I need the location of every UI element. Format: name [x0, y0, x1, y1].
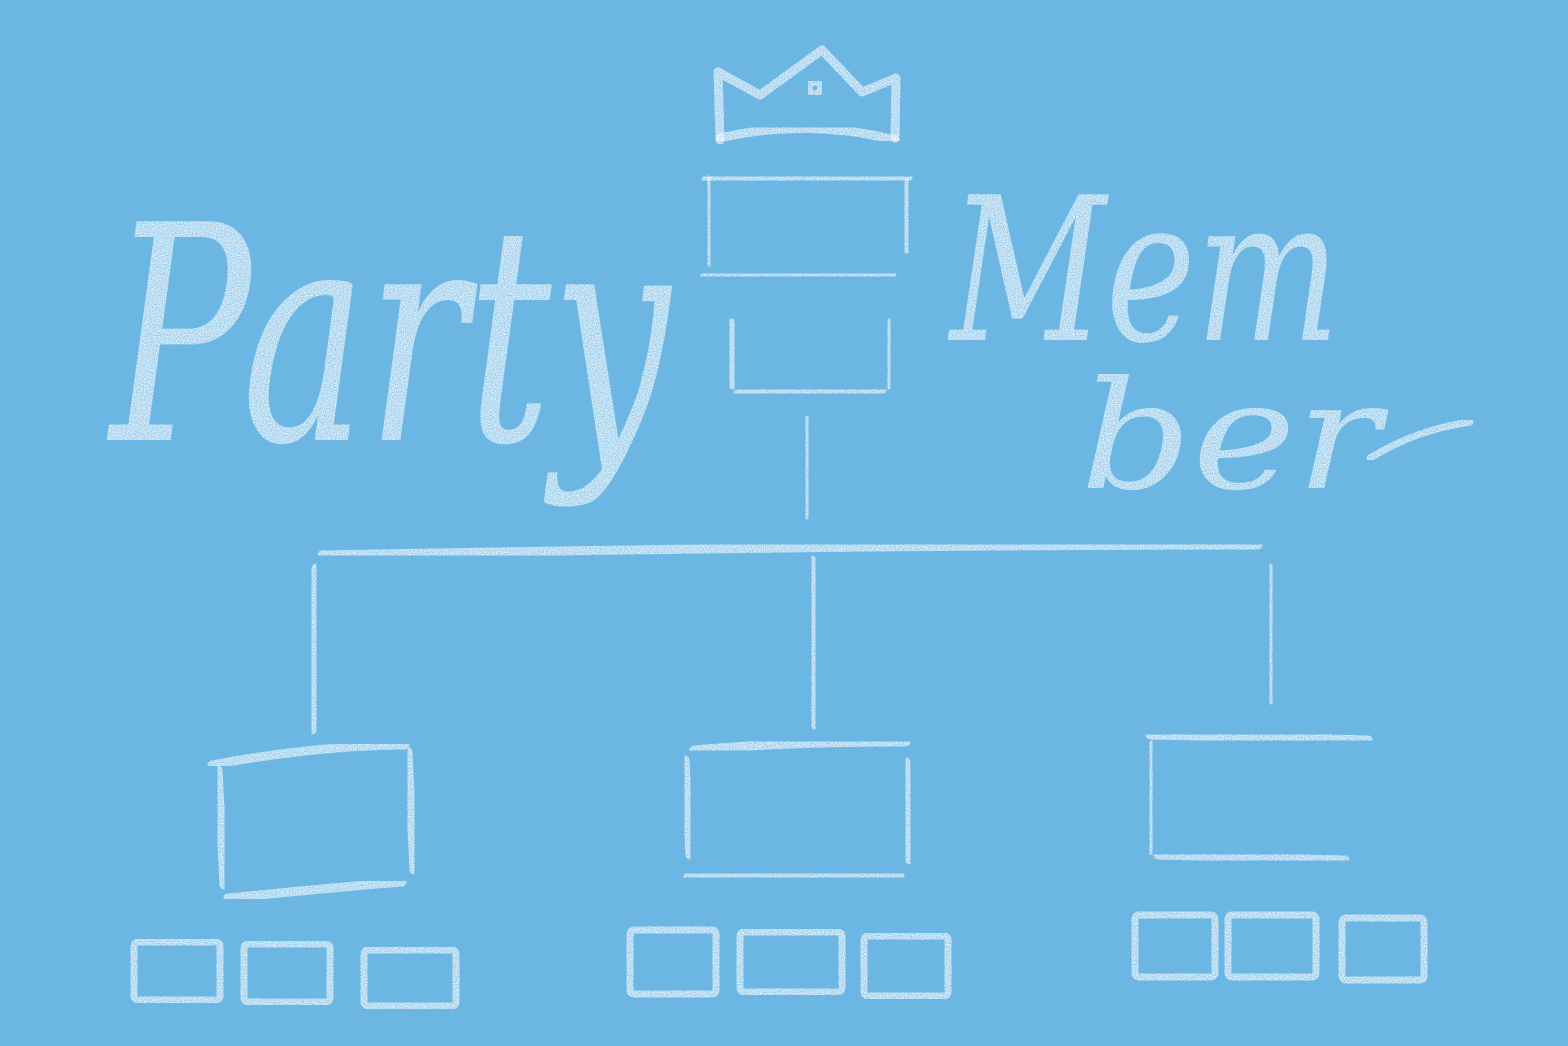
child-box-left	[207, 740, 419, 903]
sub-box	[626, 926, 720, 998]
sub-boxes-center	[626, 926, 952, 1000]
sub-box	[860, 932, 952, 1000]
title-word-mem: Mem	[947, 155, 1340, 388]
sub-box	[1338, 914, 1428, 984]
sub-boxes-left	[130, 938, 460, 1010]
sub-box	[1224, 911, 1320, 981]
title-word-party: Party	[107, 162, 673, 511]
top-box-upper	[700, 172, 913, 281]
title-word-ber: ber	[1080, 350, 1390, 524]
top-box-lower	[723, 313, 898, 398]
child-box-center	[680, 737, 915, 882]
connector-horizontal	[317, 540, 1263, 560]
connector-left	[307, 563, 321, 735]
sub-box	[240, 940, 334, 1006]
sub-box	[360, 946, 460, 1010]
crown-icon	[713, 45, 901, 145]
title-flourish	[1366, 418, 1474, 462]
sub-boxes-right	[1131, 911, 1428, 984]
child-box-right	[1145, 730, 1373, 865]
sub-box	[736, 928, 846, 996]
sub-box	[130, 938, 224, 1004]
sub-box	[1131, 911, 1219, 981]
connector-right	[1265, 563, 1277, 705]
connector-center	[807, 555, 820, 730]
connector-top	[801, 415, 813, 520]
